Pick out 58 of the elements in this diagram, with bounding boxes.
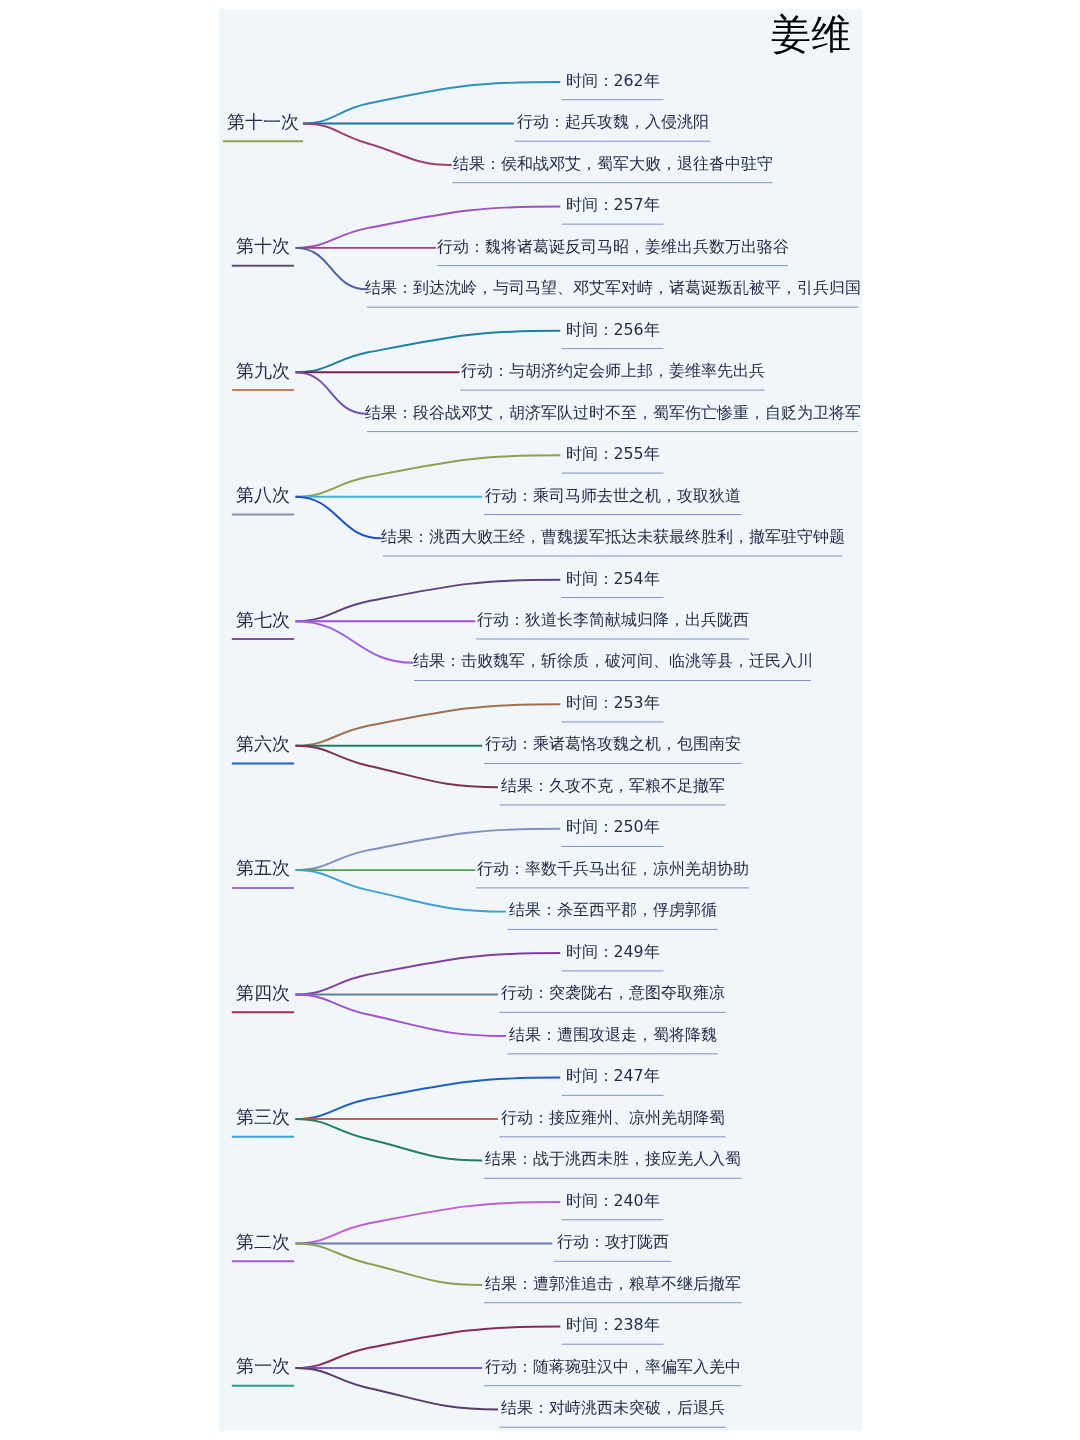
connector (294, 1118, 483, 1162)
node-text: 结果：侯和战邓艾，蜀军大败，退往沓中驻守 (452, 153, 773, 173)
node-text: 时间：255年 (565, 444, 660, 464)
node-text: 行动：乘司马师去世之机，攻取狄道 (484, 485, 741, 505)
node-text: 时间：254年 (565, 568, 660, 588)
connector (294, 744, 499, 789)
node-text: 时间：249年 (565, 941, 660, 961)
node-text: 结果：战于洮西未胜，接应羌人入蜀 (484, 1149, 741, 1169)
connector (294, 1366, 499, 1411)
node-text: 第九次 (235, 360, 290, 381)
connector (294, 620, 414, 664)
node-text: 第四次 (235, 982, 290, 1003)
node-text: 行动：率数千兵马出征，凉州羌胡协助 (476, 858, 749, 878)
node-text: 行动：随蒋琬驻汉中，率偏军入羌中 (484, 1356, 741, 1376)
diagram-title: 姜维 (770, 11, 851, 58)
connector (294, 1201, 561, 1245)
node-text: 时间：257年 (565, 195, 660, 215)
node-text: 第五次 (235, 858, 290, 879)
connector (294, 495, 382, 540)
node-text: 结果：段谷战邓艾，胡济军队过时不至，蜀军伤亡惨重，自贬为卫将军 (364, 402, 861, 422)
node-text: 时间：253年 (565, 692, 660, 712)
node-text: 第七次 (235, 609, 290, 630)
node-text: 时间：238年 (565, 1315, 660, 1335)
node-text: 时间：250年 (565, 817, 660, 837)
node-text: 第八次 (235, 485, 290, 506)
node-text: 第二次 (235, 1231, 290, 1252)
node-text: 结果：遭郭淮追击，粮草不继后撤军 (484, 1273, 741, 1293)
node-text: 行动：狄道长李简献城归降，出兵陇西 (476, 609, 749, 629)
node-text: 行动：接应雍州、凉州羌胡降蜀 (500, 1107, 725, 1127)
node-text: 第六次 (235, 734, 290, 755)
connector (294, 993, 507, 1038)
node-text: 第一次 (235, 1356, 290, 1377)
connector (294, 246, 368, 291)
node-text: 时间：262年 (565, 70, 660, 90)
connector (301, 122, 453, 166)
node-text: 时间：240年 (565, 1190, 660, 1210)
node-text: 时间：247年 (565, 1066, 660, 1086)
node-text: 第十次 (235, 236, 290, 257)
node-text: 结果：对峙洮西未突破，后退兵 (500, 1398, 725, 1418)
node-text: 结果：遭围攻退走，蜀将降魏 (508, 1024, 717, 1044)
node-text: 行动：起兵攻魏，入侵洮阳 (516, 112, 709, 132)
node-text: 行动：魏将诸葛诞反司马昭，姜维出兵数万出骆谷 (436, 236, 789, 256)
node-text: 时间：256年 (565, 319, 660, 339)
node-text: 第三次 (235, 1107, 290, 1128)
node-text: 行动：突袭陇右，意图夺取雍凉 (500, 983, 725, 1003)
connector (294, 869, 507, 913)
node-text: 结果：击败魏军，斩徐质，破河间、临洮等县，迁民入川 (412, 651, 813, 671)
node-text: 第十一次 (226, 111, 299, 132)
connector (294, 371, 368, 415)
node-text: 行动：乘诸葛恪攻魏之机，包围南安 (484, 734, 741, 754)
node-text: 行动：与胡济约定会师上邽，姜维率先出兵 (460, 361, 765, 381)
node-text: 结果：洮西大败王经，曹魏援军抵达未获最终胜利，撤军驻守钟题 (380, 527, 845, 547)
node-text: 行动：攻打陇西 (556, 1232, 669, 1252)
connector (294, 1242, 483, 1286)
node-text: 结果：到达沈岭，与司马望、邓艾军对峙，诸葛诞叛乱被平，引兵归国 (364, 278, 861, 298)
node-text: 结果：久攻不克，军粮不足撤军 (500, 775, 725, 795)
connector (294, 1242, 553, 1245)
node-text: 结果：杀至西平郡，俘虏郭循 (508, 900, 717, 920)
